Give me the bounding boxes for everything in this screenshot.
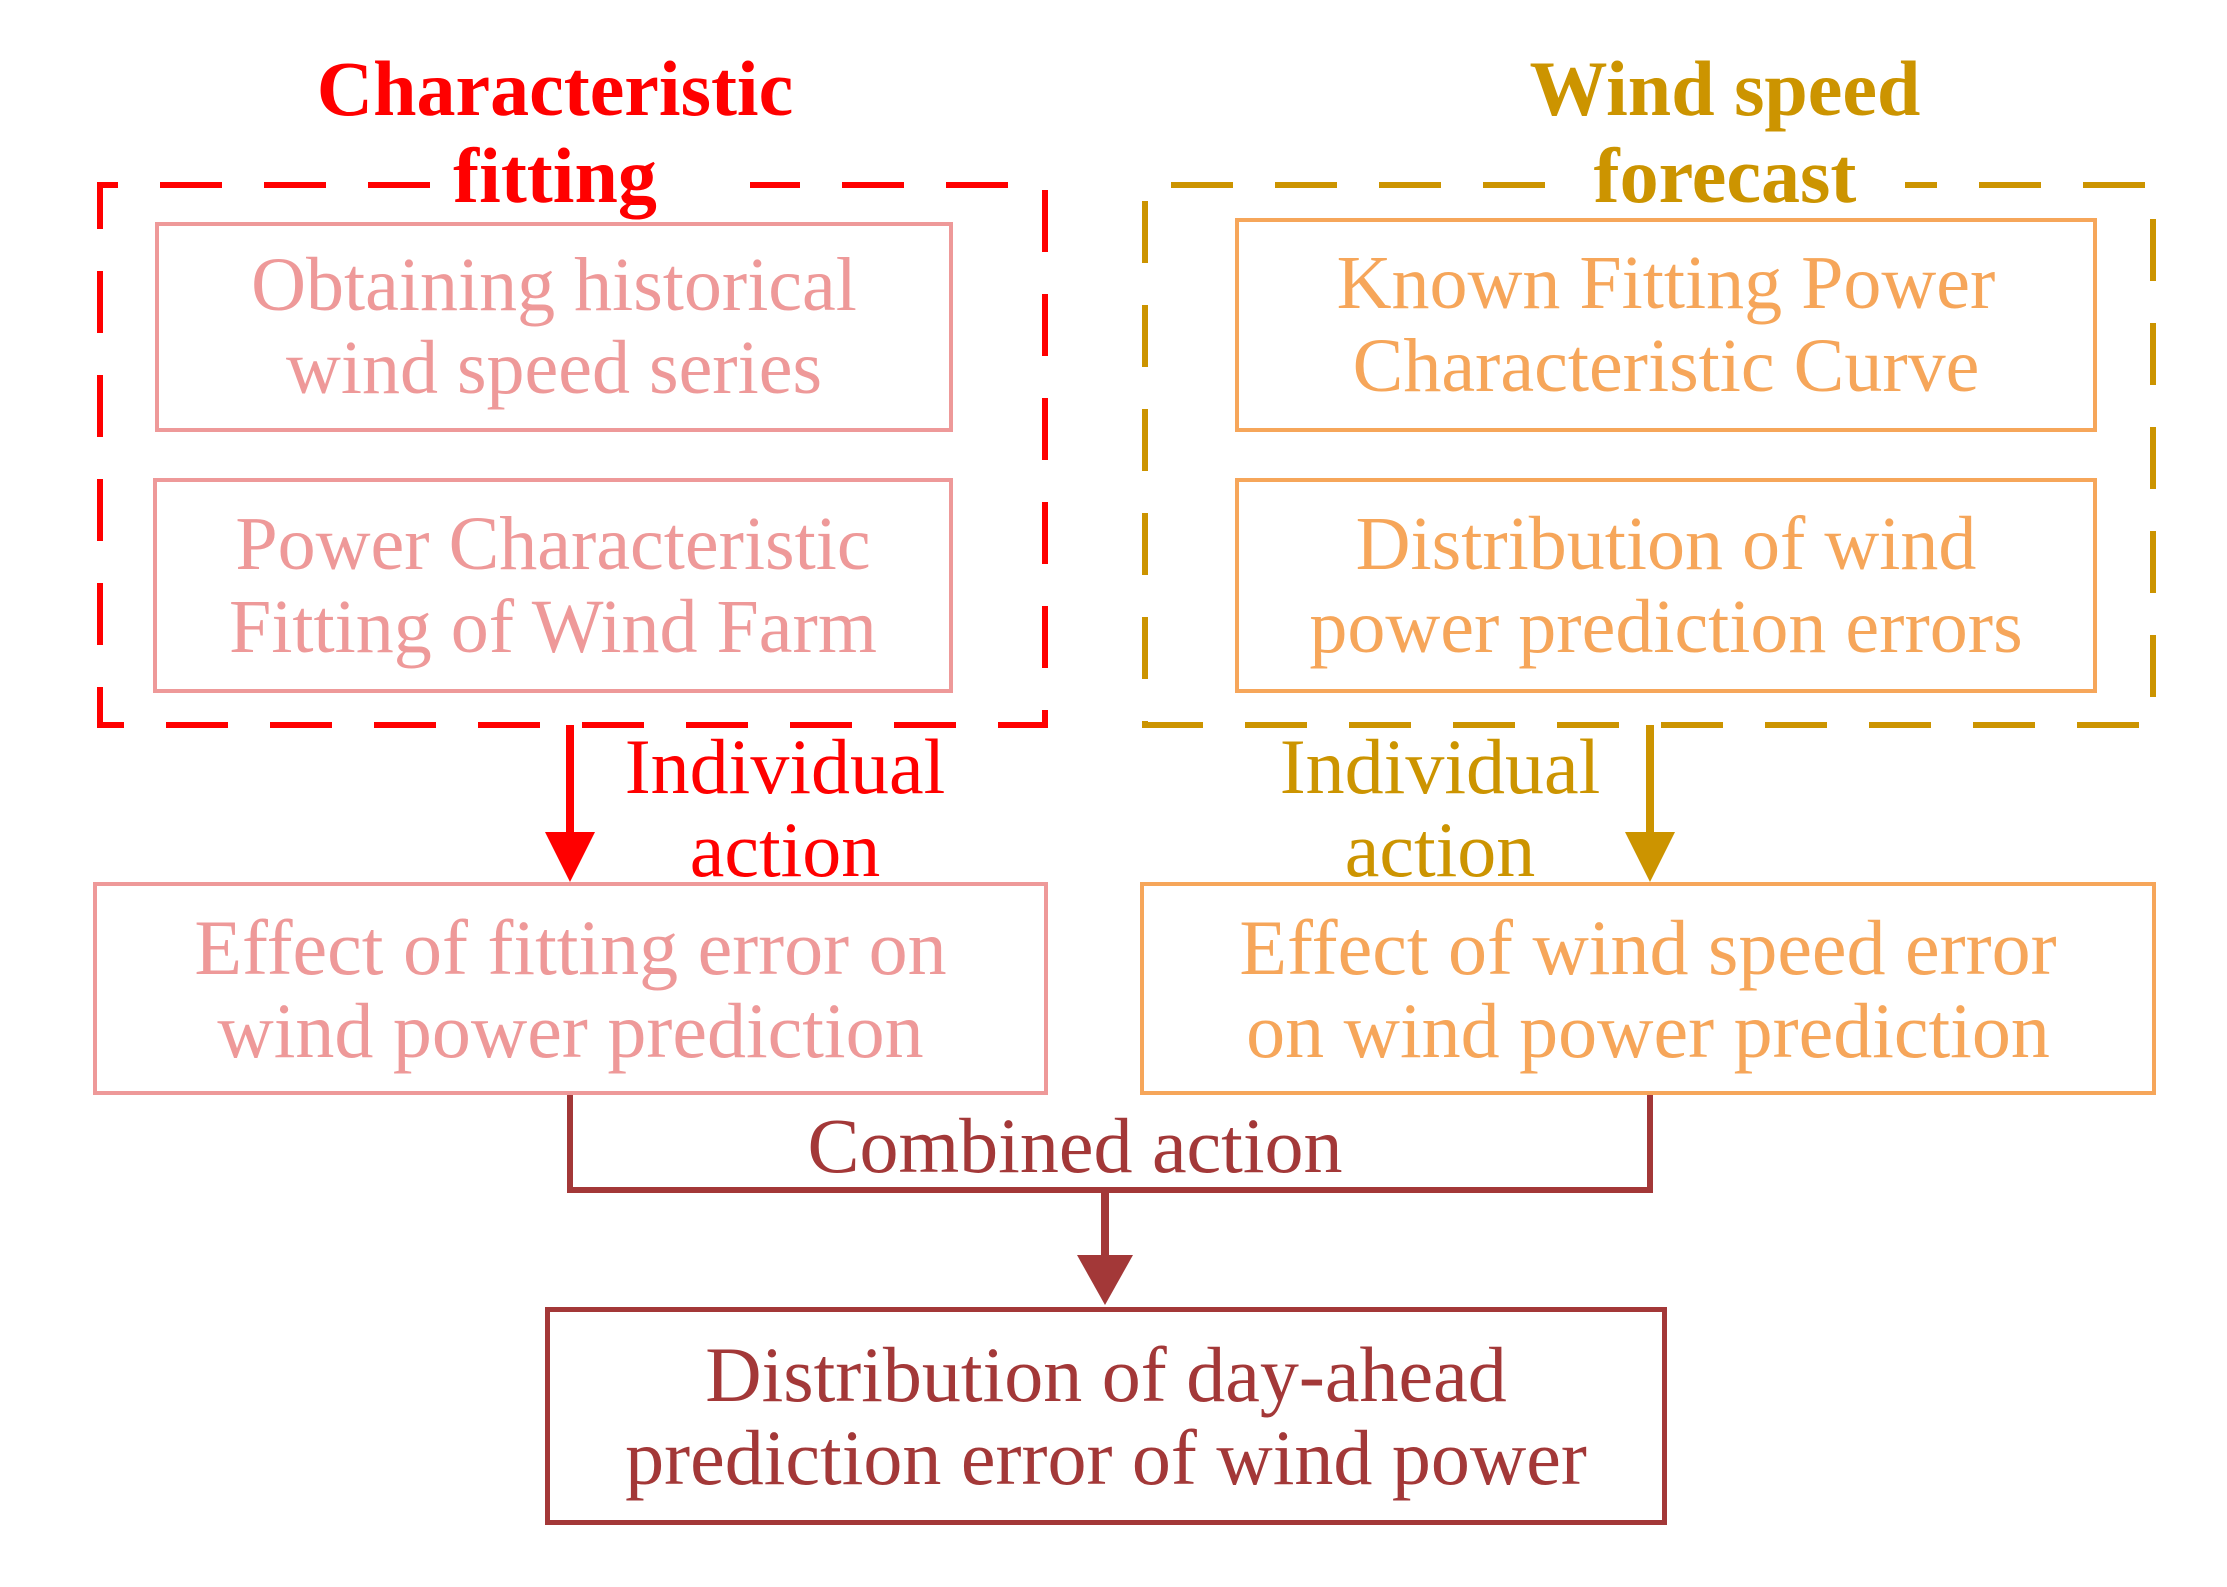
- combined-connector: [567, 1093, 1653, 1193]
- combined-action-label: Combined action: [807, 1102, 1343, 1189]
- wind-group-frame: [1142, 182, 2156, 728]
- fitting-group-title: Characteristic fitting: [316, 45, 794, 219]
- prediction-error-distribution-box: Distribution of wind power prediction er…: [1235, 478, 2097, 693]
- day-ahead-error-distribution-box: Distribution of day-ahead prediction err…: [545, 1307, 1667, 1525]
- wind-speed-error-effect-box: Effect of wind speed error on wind power…: [1140, 882, 2156, 1095]
- combined-arrowhead: [1077, 1255, 1133, 1305]
- fitting-group-frame: [97, 182, 1048, 728]
- fitting-error-effect-box: Effect of fitting error on wind power pr…: [93, 882, 1048, 1095]
- fitting-individual-action-label: Individual action: [624, 723, 946, 893]
- known-power-curve-box: Known Fitting Power Characteristic Curve: [1235, 218, 2097, 432]
- fitting-action-arrowhead: [545, 832, 595, 882]
- historical-wind-speed-box: Obtaining historical wind speed series: [155, 222, 953, 432]
- wind-group-title: Wind speed forecast: [1529, 45, 1921, 219]
- power-characteristic-fitting-box: Power Characteristic Fitting of Wind Far…: [153, 478, 953, 693]
- wind-action-arrowhead: [1625, 832, 1675, 882]
- wind-individual-action-label: Individual action: [1279, 723, 1601, 893]
